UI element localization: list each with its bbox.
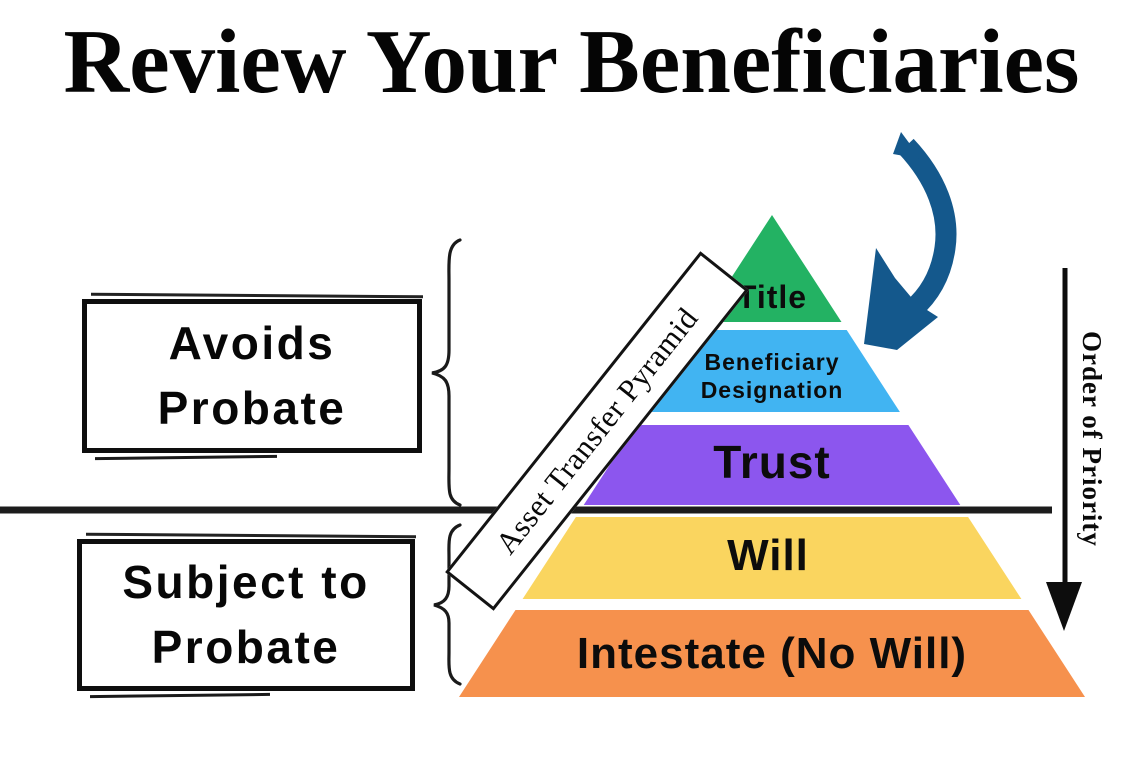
pyramid-level-beneficiary-label-line2: Designation xyxy=(701,377,844,403)
pyramid-level-will-shape xyxy=(522,517,1022,599)
pyramid-level-title-label: Title xyxy=(737,279,807,315)
pyramid-level-intestate-label: Intestate (No Will) xyxy=(577,629,967,678)
order-of-priority-label: Order of Priority xyxy=(1077,331,1107,547)
subject-to-probate-brace xyxy=(433,523,462,686)
pyramid-level-trust-shape xyxy=(583,425,961,505)
pyramid-level-beneficiary-shape xyxy=(644,330,900,412)
subject-to-probate-box: Subject to Probate xyxy=(77,539,415,691)
subject-to-probate-line2: Probate xyxy=(151,621,341,673)
page-title: Review Your Beneficiaries xyxy=(63,11,1080,112)
pyramid-level-will-label: Will xyxy=(727,531,809,580)
avoids-probate-line1: Avoids xyxy=(168,316,336,369)
pyramid-level-intestate-shape xyxy=(459,610,1085,697)
order-of-priority-arrowhead-icon xyxy=(1046,582,1082,631)
avoids-probate-box: Avoids Probate xyxy=(82,299,422,453)
pyramid-level-trust-label: Trust xyxy=(713,436,830,488)
avoids-probate-line2: Probate xyxy=(157,382,347,434)
order-of-priority-arrow-line xyxy=(1062,268,1068,584)
curved-annotation-arrowhead-icon xyxy=(864,248,938,350)
avoids-probate-brace xyxy=(431,238,462,507)
subject-to-probate-line1: Subject to xyxy=(122,555,370,608)
pyramid-level-beneficiary-label-line1: Beneficiary xyxy=(704,349,839,375)
curved-annotation-arrow-tail xyxy=(893,132,921,159)
curved-annotation-arrow-body xyxy=(898,138,957,317)
